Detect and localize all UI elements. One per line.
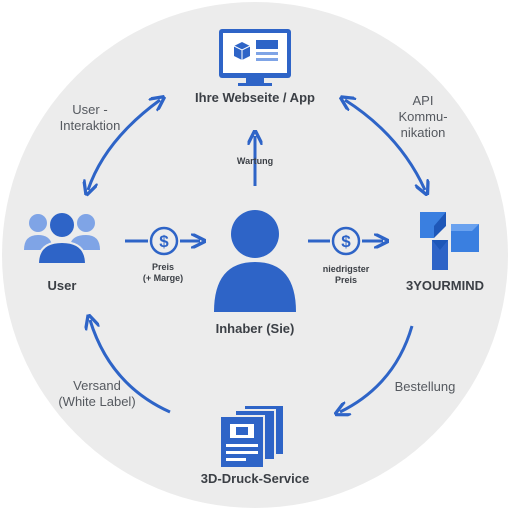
node-title-user: User — [47, 278, 77, 293]
edge-label-wartung: Wartung — [236, 156, 274, 166]
node-title-website: Ihre Webseite / App — [195, 90, 315, 105]
svg-text:$: $ — [159, 232, 169, 251]
edge-label-line: nikation — [400, 125, 446, 140]
svg-text:$: $ — [341, 232, 351, 251]
node-title-print-service: 3D-Druck-Service — [200, 471, 310, 486]
edge-label-line: (+ Marge) — [142, 273, 184, 283]
edge-label-versand: Versand (White Label) — [45, 378, 149, 410]
edge-label-line: niedrigster — [322, 264, 370, 274]
node-title-3yourmind: 3YOURMIND — [405, 278, 484, 293]
edge-label-user-interaction: User - Interaktion — [40, 102, 140, 134]
edge-label-line: API — [412, 93, 434, 108]
edge-label-line: Preis — [151, 262, 175, 272]
3yourmind-logo — [420, 212, 479, 270]
dollar-coin-icon: $ — [149, 226, 179, 256]
edge-label-niedrigster: niedrigster Preis — [310, 264, 382, 286]
edge-label-line: Interaktion — [59, 118, 121, 133]
edge-label-line: Versand — [73, 378, 121, 393]
arrow-print-user — [90, 320, 171, 414]
edge-label-api: API Kommu- nikation — [388, 93, 458, 141]
arrow-website-3yourmind — [345, 100, 425, 190]
edge-label-line: User - — [72, 102, 108, 117]
edge-label-line: Preis — [334, 275, 358, 285]
edge-label-bestellung: Bestellung — [394, 379, 456, 394]
stacked-documents-with-box-icon — [219, 404, 285, 469]
edge-label-preis: Preis (+ Marge) — [128, 262, 198, 284]
edge-label-line: Kommu- — [398, 109, 448, 124]
user-group-icon — [24, 211, 100, 265]
monitor-with-cube-icon — [219, 29, 291, 86]
edge-label-line: (White Label) — [58, 394, 136, 409]
arrow-user-website — [88, 100, 160, 190]
person-icon — [214, 210, 296, 312]
arrow-3yourmind-print — [340, 325, 414, 412]
dollar-coin-icon: $ — [331, 226, 361, 256]
node-title-owner: Inhaber (Sie) — [215, 321, 295, 336]
